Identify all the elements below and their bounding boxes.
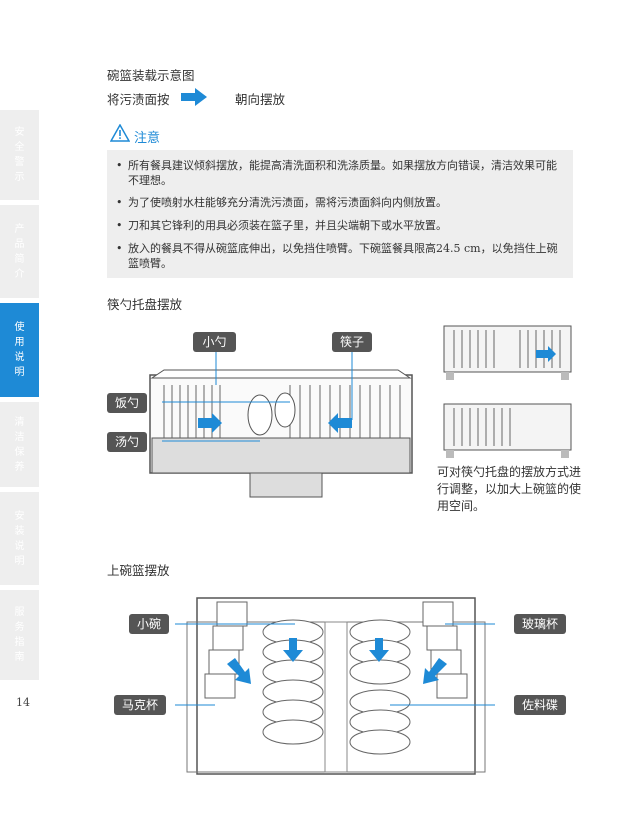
caution-notes-box: •所有餐具建议倾斜摆放，能提高清洗面积和洗涤质量。如果摆放方向错误，清洁效果可能…	[107, 150, 573, 278]
label-chopsticks: 筷子	[332, 332, 372, 352]
note-item: •所有餐具建议倾斜摆放，能提高清洗面积和洗涤质量。如果摆放方向错误，清洁效果可能…	[116, 158, 566, 188]
label-small-bowl: 小碗	[129, 614, 169, 634]
sidebar-tab-install[interactable]: 安装说明	[0, 492, 39, 585]
cutlery-tray-illustration	[149, 352, 413, 498]
note-item: •为了使喷射水柱能够充分清洗污渍面，需将污渍面斜向内侧放置。	[116, 195, 566, 210]
arrow-right-icon	[181, 88, 207, 106]
tray-caption: 可对筷勺托盘的摆放方式进行调整，以加大上碗篮的使用空间。	[437, 465, 582, 513]
section-title-upper-basket: 上碗篮摆放	[107, 563, 170, 578]
page-number: 14	[16, 696, 30, 709]
label-rice-spoon: 饭勺	[107, 393, 147, 413]
label-saucer: 佐料碟	[514, 695, 566, 715]
label-glass: 玻璃杯	[514, 614, 566, 634]
note-text: 为了使喷射水柱能够充分清洗污渍面，需将污渍面斜向内侧放置。	[128, 196, 447, 209]
legend-suffix: 朝向摆放	[235, 92, 286, 107]
sidebar-tab-label: 服务指南	[14, 607, 25, 663]
note-text: 所有餐具建议倾斜摆放，能提高清洗面积和洗涤质量。如果摆放方向错误，清洁效果可能不…	[128, 159, 557, 187]
legend-text: 将污渍面按	[107, 92, 170, 107]
sidebar-tab-safety[interactable]: 安全警示	[0, 110, 39, 200]
note-item: •刀和其它锋利的用具必须装在篮子里，并且尖端朝下或水平放置。	[116, 218, 566, 233]
sidebar-tab-cleaning[interactable]: 清洁保养	[0, 402, 39, 487]
sidebar-tab-label: 产品简介	[14, 223, 25, 280]
section-title-cutlery-tray: 筷勺托盘摆放	[107, 297, 183, 312]
label-spoon: 小勺	[193, 332, 236, 352]
sidebar-tab-label: 使用说明	[14, 322, 25, 378]
sidebar-tab-product[interactable]: 产品简介	[0, 205, 39, 298]
sidebar-tab-label: 安装说明	[14, 510, 25, 567]
tray-position-top-illustration	[443, 325, 572, 380]
sidebar-tab-usage[interactable]: 使用说明	[0, 303, 39, 397]
upper-basket-illustration	[175, 597, 495, 775]
label-soup-spoon: 汤勺	[107, 432, 147, 452]
label-mug: 马克杯	[114, 695, 166, 715]
caution-title: 注意	[134, 131, 161, 146]
note-text: 刀和其它锋利的用具必须装在篮子里，并且尖端朝下或水平放置。	[128, 219, 447, 232]
sidebar-tab-service[interactable]: 服务指南	[0, 590, 39, 680]
tray-position-bottom-illustration	[443, 403, 572, 458]
sidebar-tab-label: 清洁保养	[14, 416, 25, 473]
section-title-loading: 碗篮装载示意图	[107, 68, 195, 83]
sidebar-tab-label: 安全警示	[14, 127, 25, 183]
note-text: 放入的餐具不得从碗篮底伸出，以免挡住喷臂。下碗篮餐具限高24.5 cm，以免挡住…	[128, 242, 558, 270]
warning-icon	[110, 124, 130, 142]
note-item: •放入的餐具不得从碗篮底伸出，以免挡住喷臂。下碗篮餐具限高24.5 cm，以免挡…	[116, 241, 566, 271]
